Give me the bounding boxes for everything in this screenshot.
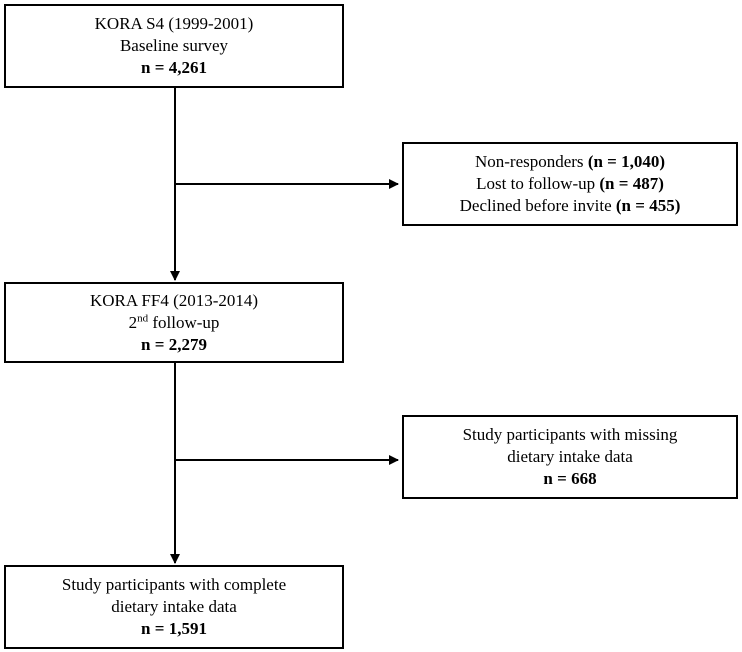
nonresponders-count: (n = 1,040)	[587, 152, 666, 171]
followup-count: n = 2,279	[141, 334, 207, 354]
followup-title: KORA FF4 (2013-2014)	[89, 290, 259, 310]
final-box: Study participants with complete dietary…	[4, 565, 344, 649]
declined-count: (n = 455)	[615, 196, 681, 215]
followup-ordinal-suffix: nd	[137, 311, 149, 324]
followup-number: 2	[128, 312, 138, 332]
final-line1: Study participants with complete	[61, 575, 287, 594]
baseline-box: KORA S4 (1999-2001) Baseline survey n = …	[4, 4, 344, 88]
followup-subtitle: 2nd follow-up	[129, 312, 220, 334]
exclusion2-line1: Study participants with missing	[462, 425, 678, 444]
baseline-subtitle: Baseline survey	[119, 36, 229, 55]
baseline-title: KORA S4 (1999-2001)	[94, 14, 254, 33]
lost-followup-count: (n = 487)	[599, 174, 664, 193]
followup-box: KORA FF4 (2013-2014) 2nd follow-up n = 2…	[4, 282, 344, 363]
baseline-count: n = 4,261	[141, 58, 207, 77]
exclusion2-count: n = 668	[543, 469, 597, 488]
exclusion1-line3: Declined before invite (n = 455)	[460, 195, 681, 217]
exclusion1-box: Non-responders (n = 1,040) Lost to follo…	[402, 142, 738, 226]
exclusion2-line2: dietary intake data	[507, 447, 633, 466]
exclusion2-box: Study participants with missing dietary …	[402, 415, 738, 499]
followup-label: follow-up	[148, 312, 220, 332]
declined-label: Declined before invite	[459, 196, 616, 215]
lost-followup-label: Lost to follow-up	[476, 174, 600, 193]
final-count: n = 1,591	[141, 619, 207, 638]
exclusion1-line2: Lost to follow-up (n = 487)	[476, 173, 664, 195]
nonresponders-label: Non-responders	[474, 152, 588, 171]
exclusion1-line1: Non-responders (n = 1,040)	[475, 151, 665, 173]
final-line2: dietary intake data	[111, 597, 237, 616]
